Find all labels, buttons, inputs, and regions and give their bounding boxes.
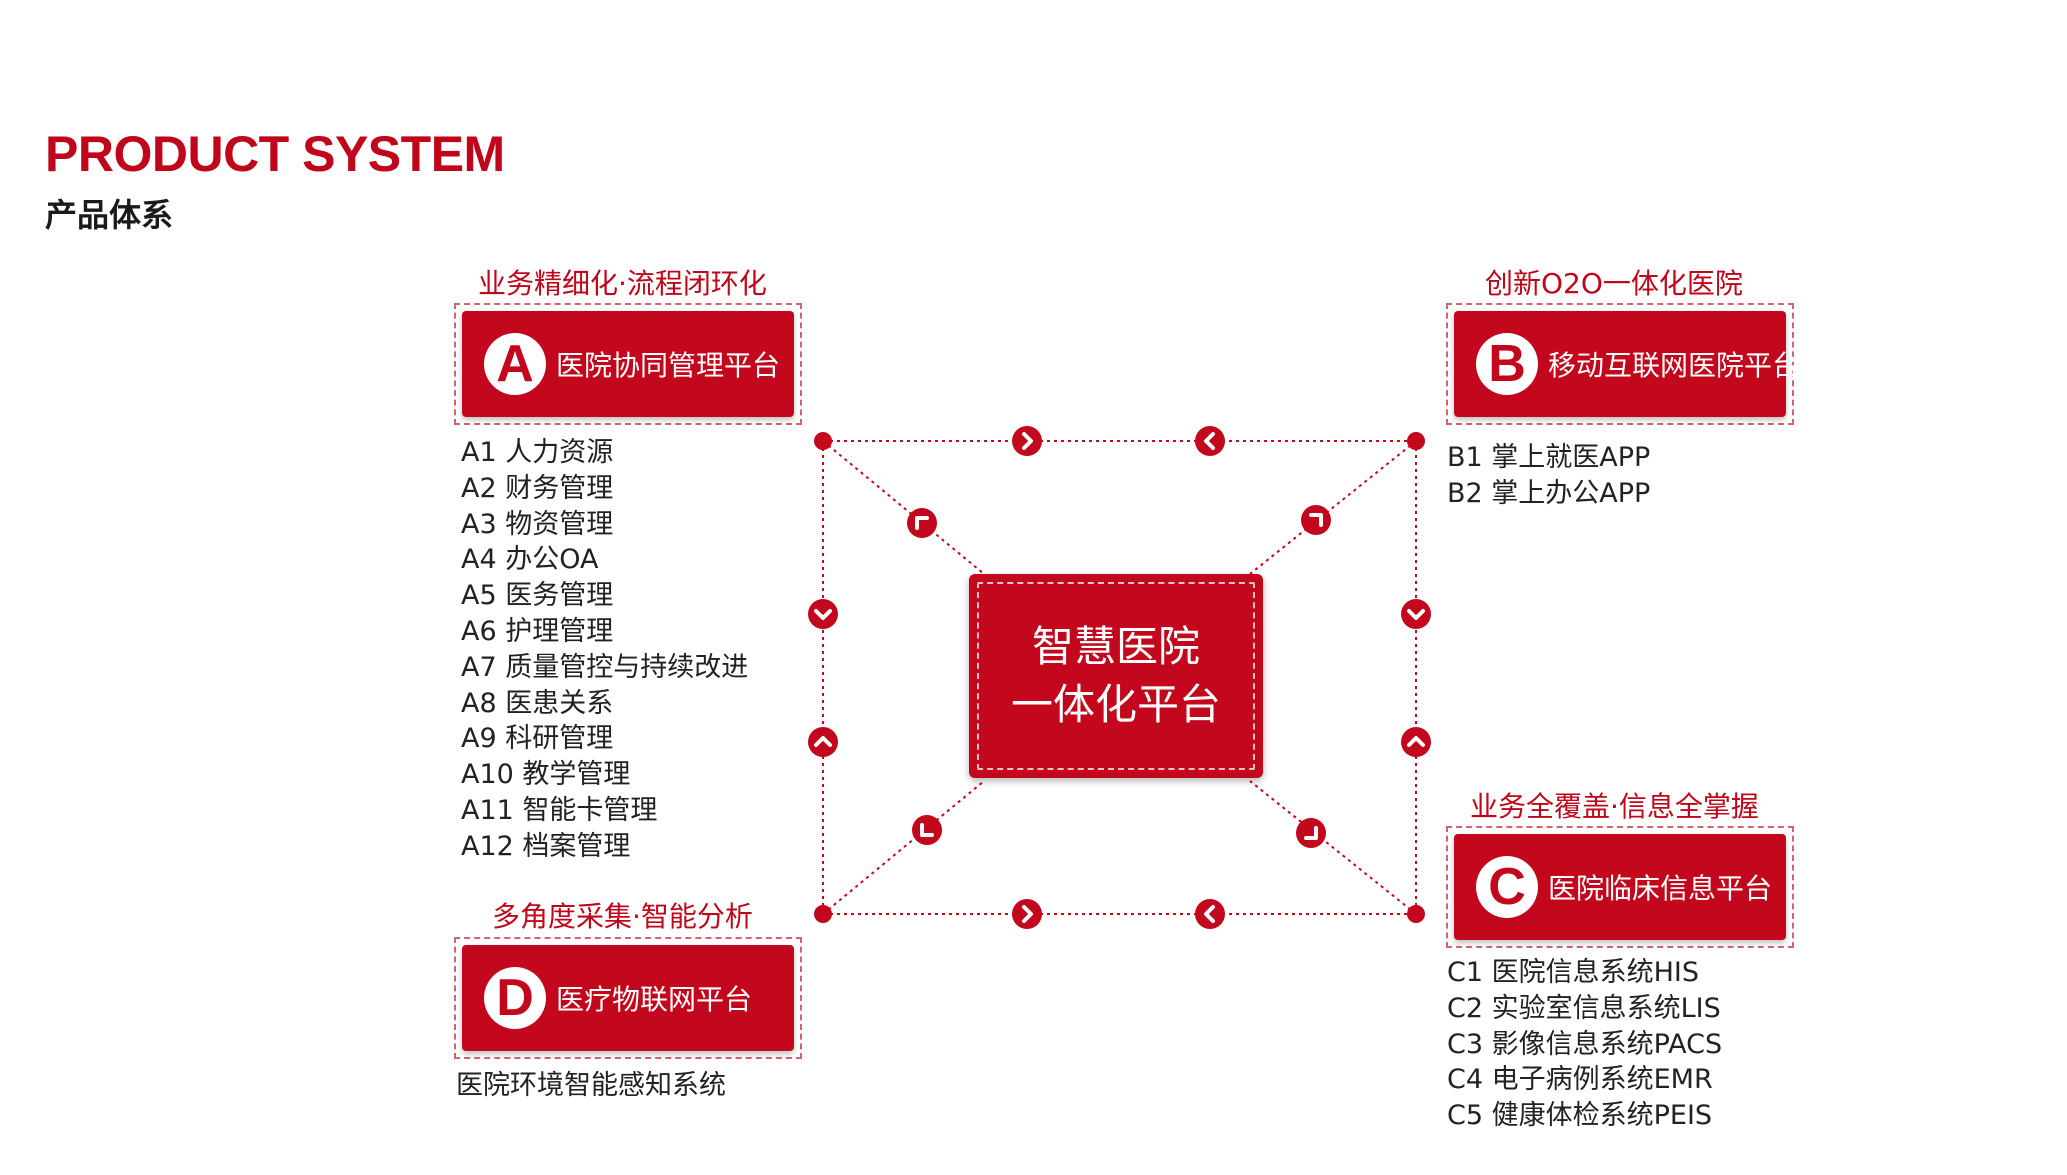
platform-d-name: 医疗物联网平台 xyxy=(556,983,753,1016)
diag-top-left xyxy=(822,440,985,575)
arrow-diag-top-right-icon xyxy=(1301,505,1331,535)
page-title: PRODUCT SYSTEM xyxy=(45,126,505,182)
arrow-left-lower-icon xyxy=(808,727,838,757)
list-item: C4 电子病例系统EMR xyxy=(1447,1064,1713,1096)
platform-b-name: 移动互联网医院平台 xyxy=(1548,349,1801,382)
letter-c-icon: C xyxy=(1476,856,1538,918)
arrow-left-upper-icon xyxy=(808,599,838,629)
arrow-diag-top-left-icon xyxy=(907,508,937,538)
platform-d-list: 医院环境智能感知系统 xyxy=(456,1068,726,1104)
page-subtitle: 产品体系 xyxy=(45,196,174,234)
list-item: A6 护理管理 xyxy=(461,615,614,647)
platform-c-list: C1 医院信息系统HIS C2 实验室信息系统LIS C3 影像信息系统PACS C4… xyxy=(1447,955,1722,1134)
letter-a-icon: A xyxy=(484,333,546,395)
list-item: A11 智能卡管理 xyxy=(461,794,658,826)
platform-b-list: B1 掌上就医APP B2 掌上办公APP xyxy=(1447,440,1650,512)
diag-bottom-right xyxy=(1249,780,1417,915)
list-item: A2 财务管理 xyxy=(461,472,614,504)
list-item: A8 医患关系 xyxy=(461,687,614,719)
list-item: B2 掌上办公APP xyxy=(1447,477,1651,509)
arrow-bottom-left-icon xyxy=(1012,899,1042,929)
node-top-right xyxy=(1407,432,1425,450)
caption-a: 业务精细化·流程闭环化 xyxy=(478,267,767,300)
letter-b-icon: B xyxy=(1476,333,1538,395)
list-item: A7 质量管控与持续改进 xyxy=(461,651,749,683)
list-item: 医院环境智能感知系统 xyxy=(456,1070,726,1101)
list-item: A9 科研管理 xyxy=(461,723,614,755)
list-item: C2 实验室信息系统LIS xyxy=(1447,992,1721,1024)
list-item: A12 档案管理 xyxy=(461,830,631,862)
list-item: A5 医务管理 xyxy=(461,580,614,612)
center-line-2: 一体化平台 xyxy=(1010,680,1221,729)
platform-d-card[interactable]: D 医疗物联网平台 xyxy=(454,937,802,1059)
arrow-bottom-right-icon xyxy=(1195,899,1225,929)
platform-b-card[interactable]: B 移动互联网医院平台 xyxy=(1446,303,1800,425)
caption-c: 业务全覆盖·信息全掌握 xyxy=(1470,790,1759,823)
list-item: C3 影像信息系统PACS xyxy=(1447,1028,1723,1060)
arrow-right-upper-icon xyxy=(1401,599,1431,629)
node-bottom-left xyxy=(814,905,832,923)
list-item: C5 健康体检系统PEIS xyxy=(1447,1100,1713,1132)
platform-c-card[interactable]: C 医院临床信息平台 xyxy=(1446,826,1794,948)
caption-b: 创新O2O一体化医院 xyxy=(1485,267,1743,300)
arrow-right-lower-icon xyxy=(1401,727,1431,757)
list-item: C1 医院信息系统HIS xyxy=(1447,957,1700,988)
center-platform[interactable]: 智慧医院 一体化平台 xyxy=(969,574,1263,778)
diag-bottom-left xyxy=(822,780,985,915)
caption-d: 多角度采集·智能分析 xyxy=(492,900,753,933)
list-item: A1 人力资源 xyxy=(461,437,614,468)
platform-a-card[interactable]: A 医院协同管理平台 xyxy=(454,303,802,425)
list-item: A10 教学管理 xyxy=(461,759,631,791)
arrow-diag-bottom-right-icon xyxy=(1296,818,1326,848)
node-bottom-right xyxy=(1407,905,1425,923)
list-item: B1 掌上就医APP xyxy=(1447,442,1651,473)
list-item: A3 物资管理 xyxy=(461,508,614,540)
arrow-diag-bottom-left-icon xyxy=(912,815,942,845)
platform-c-name: 医院临床信息平台 xyxy=(1548,872,1773,905)
list-item: A4 办公OA xyxy=(461,544,599,576)
center-line-1: 智慧医院 xyxy=(1031,622,1200,671)
arrow-top-right-icon xyxy=(1195,426,1225,456)
letter-d-icon: D xyxy=(484,967,546,1029)
node-top-left xyxy=(814,432,832,450)
diag-top-right xyxy=(1249,440,1417,575)
arrow-top-left-icon xyxy=(1012,426,1042,456)
platform-a-name: 医院协同管理平台 xyxy=(556,349,781,382)
